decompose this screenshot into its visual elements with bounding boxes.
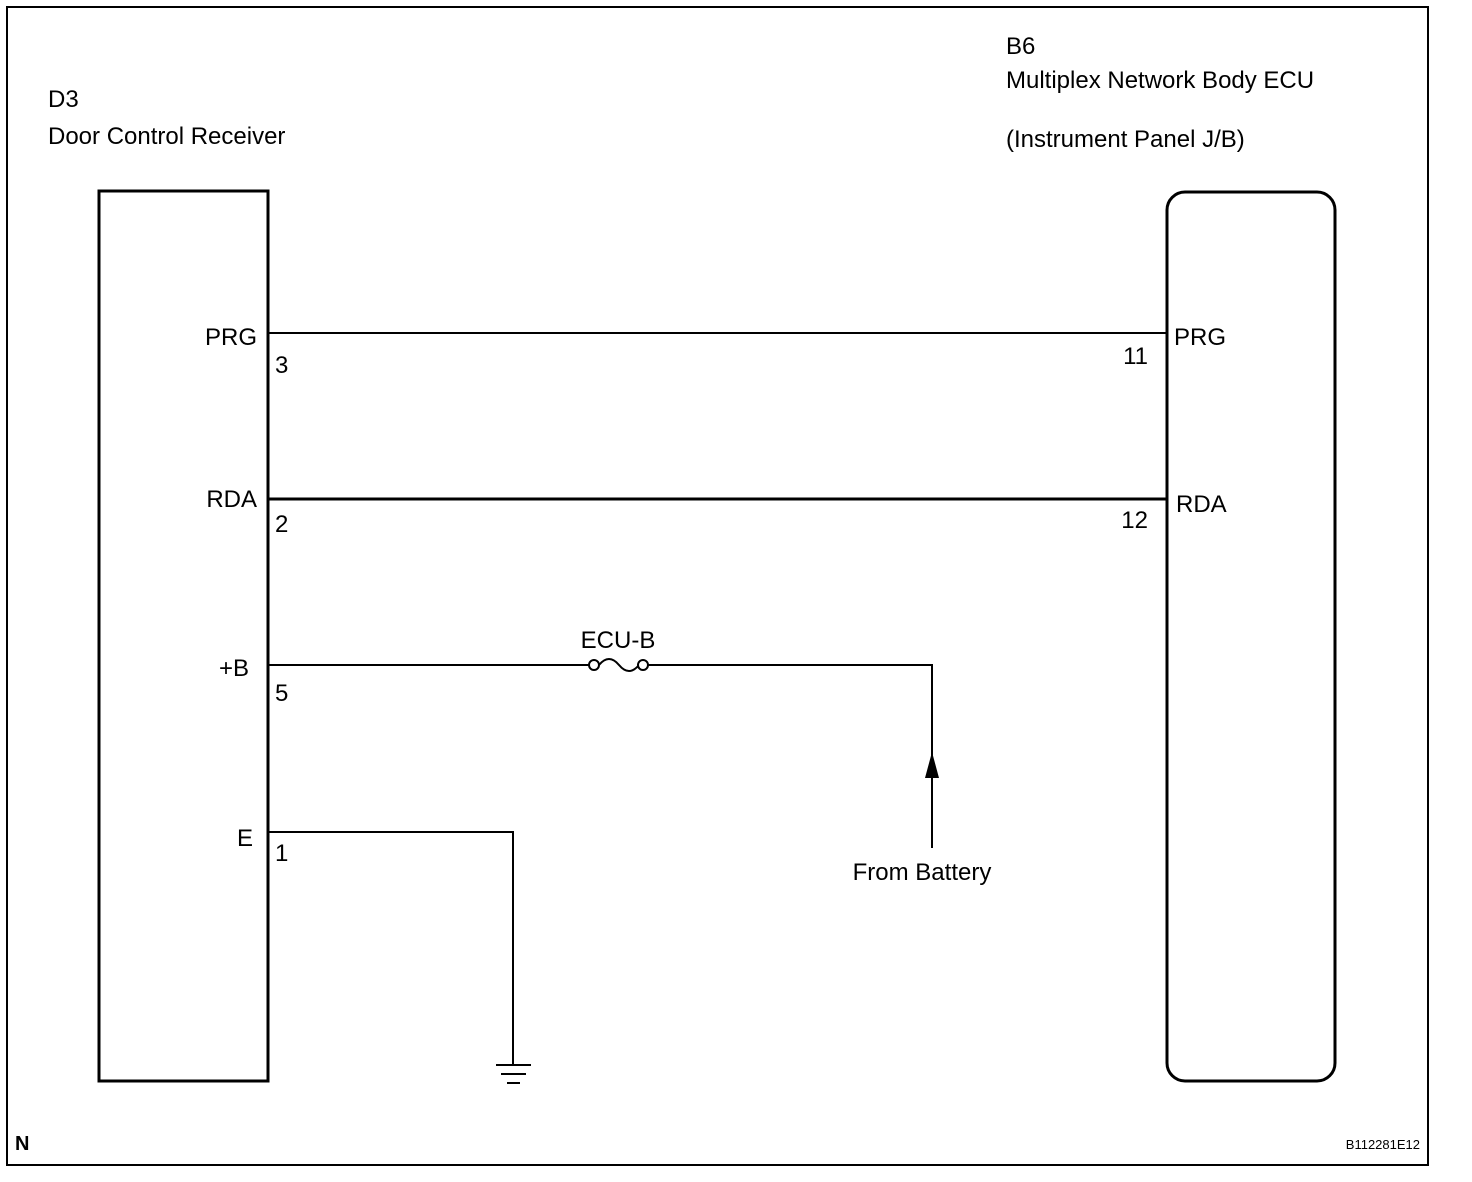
fuse-terminal-left bbox=[588, 659, 600, 671]
left-component-name: Door Control Receiver bbox=[48, 123, 285, 150]
battery-source-label: From Battery bbox=[853, 859, 992, 886]
battery-arrow-icon bbox=[925, 752, 939, 778]
left-terminal-rda: RDA bbox=[206, 486, 257, 513]
left-terminal-prg: PRG bbox=[205, 324, 257, 351]
right-pin-11: 11 bbox=[1123, 343, 1148, 370]
left-terminal-e: E bbox=[237, 825, 253, 852]
diagram-frame bbox=[6, 6, 1429, 1166]
power-wire-right bbox=[648, 664, 933, 848]
left-pin-1: 1 bbox=[275, 840, 288, 867]
right-component-code: B6 bbox=[1006, 33, 1035, 60]
multiplex-ecu-box bbox=[1165, 190, 1337, 1083]
fuse-terminal-right bbox=[637, 659, 649, 671]
ground-wire bbox=[268, 831, 514, 1064]
left-pin-2: 2 bbox=[275, 511, 288, 538]
figure-id: B112281E12 bbox=[1346, 1137, 1420, 1152]
right-terminal-prg: PRG bbox=[1174, 324, 1226, 351]
door-control-receiver-box bbox=[97, 189, 270, 1083]
left-pin-3: 3 bbox=[275, 352, 288, 379]
left-pin-5: 5 bbox=[275, 680, 288, 707]
right-pin-12: 12 bbox=[1121, 507, 1148, 534]
fuse-element bbox=[598, 658, 640, 672]
right-component-name: Multiplex Network Body ECU bbox=[1006, 67, 1314, 94]
ground-symbol-icon bbox=[496, 1064, 531, 1084]
corner-mark: N bbox=[15, 1133, 29, 1155]
right-terminal-rda: RDA bbox=[1176, 491, 1227, 518]
fuse-label: ECU-B bbox=[581, 627, 656, 654]
left-terminal-plus-b: +B bbox=[219, 655, 249, 682]
left-component-code: D3 bbox=[48, 86, 79, 113]
right-component-location: (Instrument Panel J/B) bbox=[1006, 126, 1245, 153]
